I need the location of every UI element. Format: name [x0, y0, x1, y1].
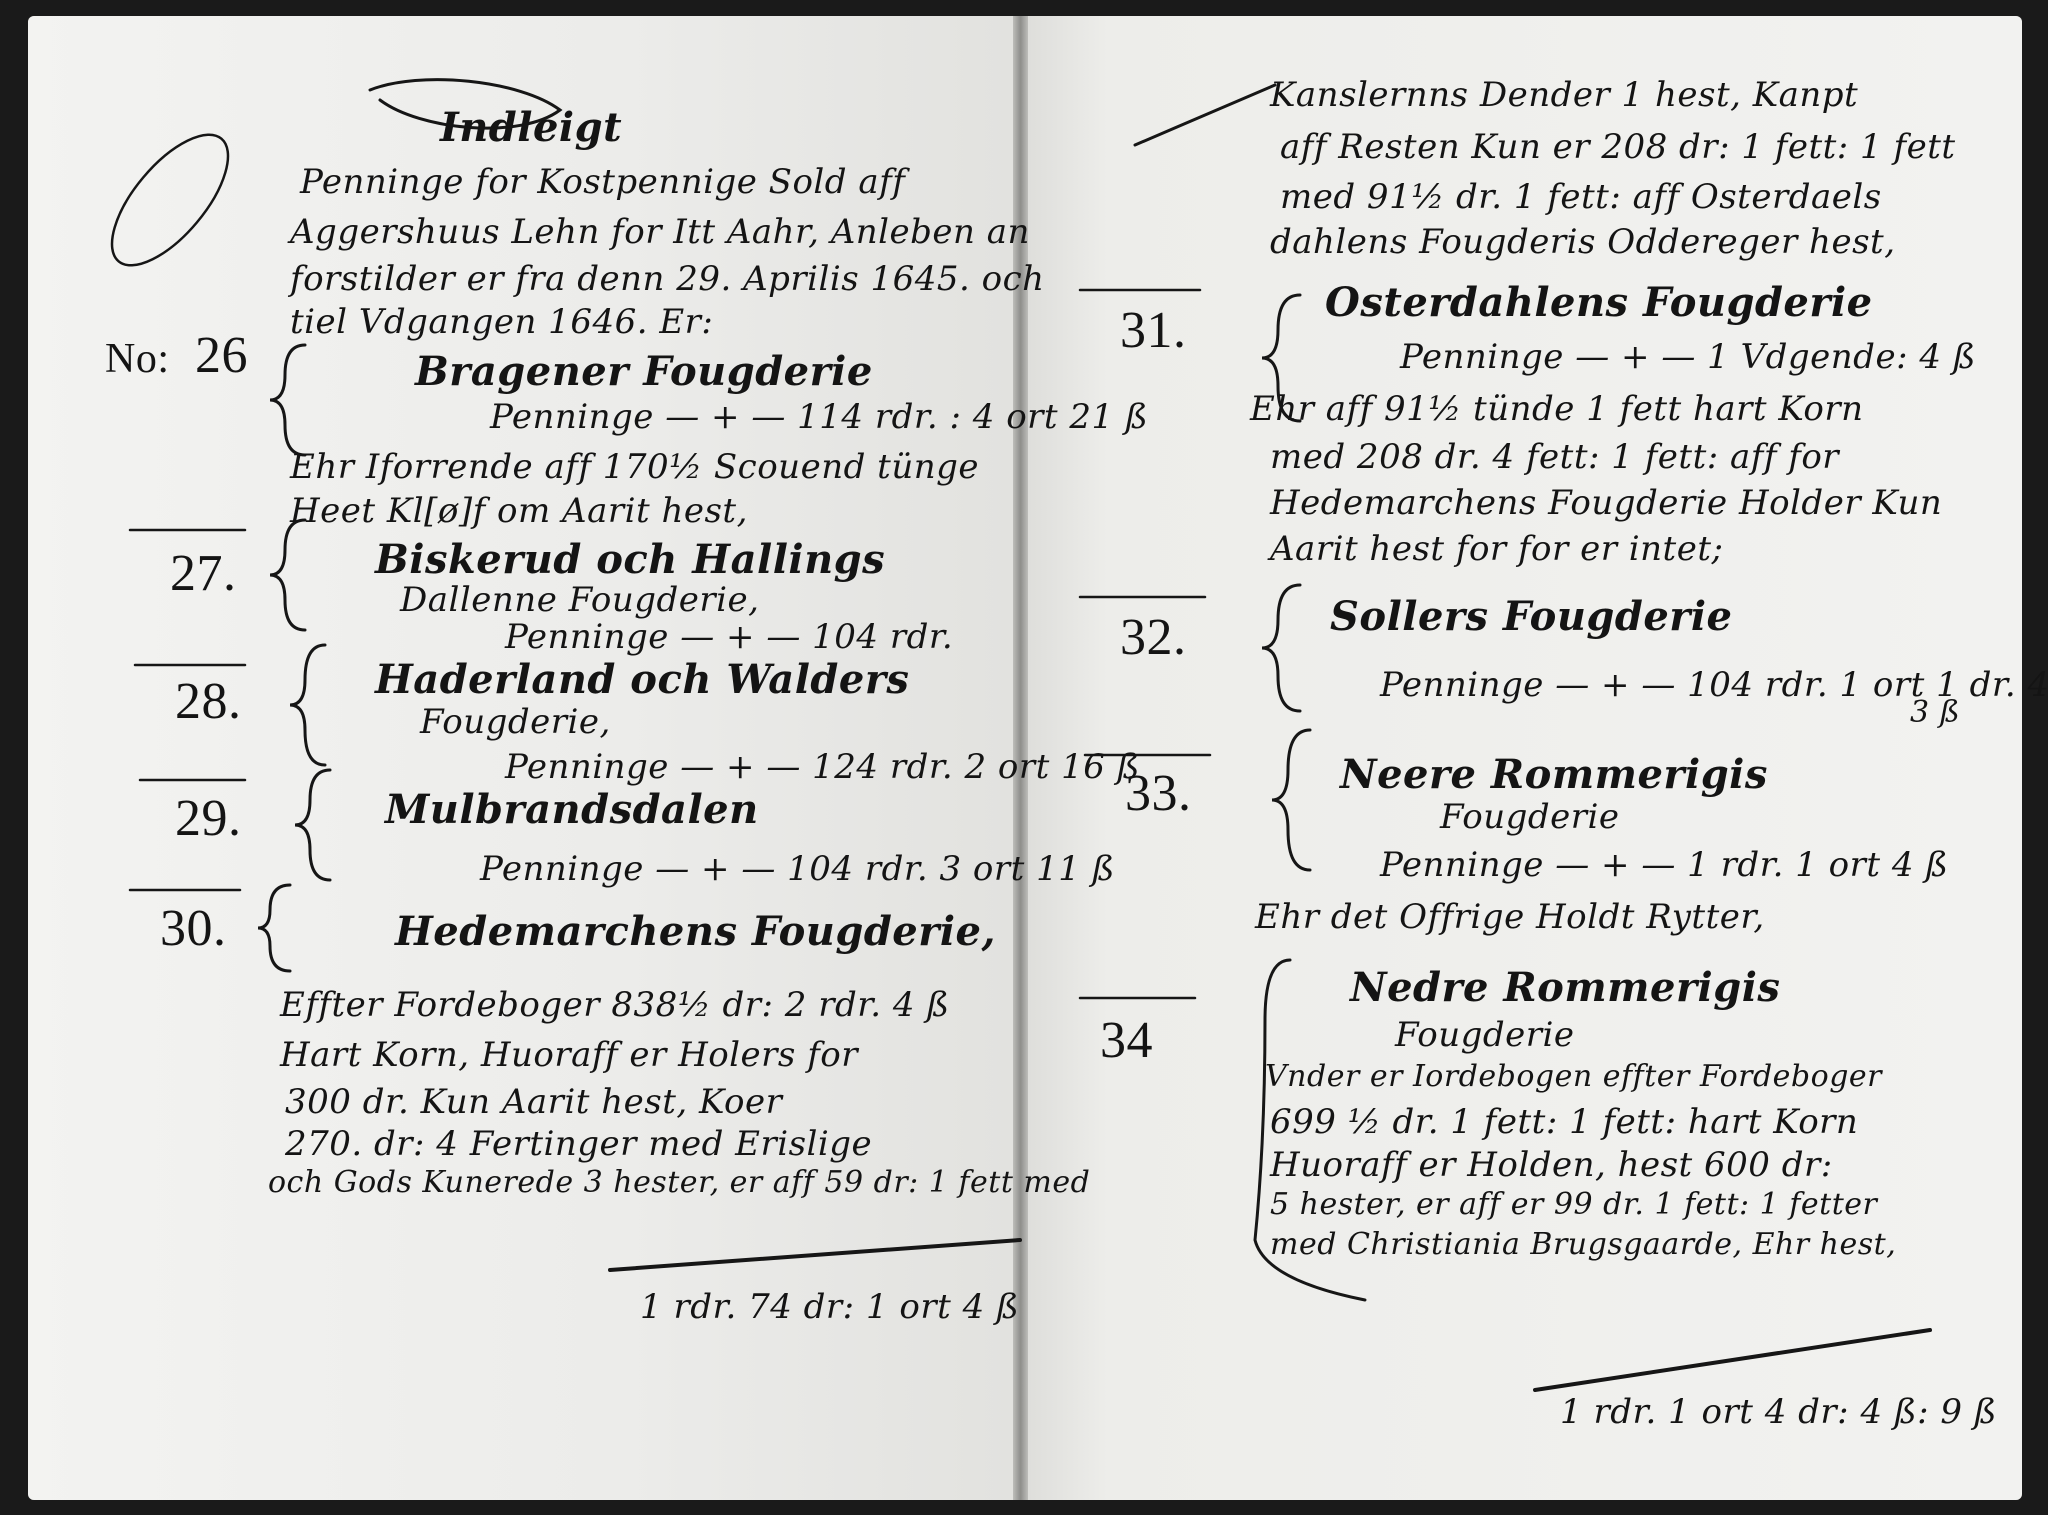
entry-30-line-1: Effter Fordeboger 838½ dr: 2 rdr. 4 ß	[280, 985, 950, 1025]
entry-34-line-1: Fougderie	[1395, 1015, 1575, 1055]
entry-30-line-3: 300 dr. Kun Aarit hest, Koer	[285, 1082, 783, 1122]
entry-30-line-5: och Gods Kunerede 3 hester, er aff 59 dr…	[268, 1165, 1091, 1200]
entry-29-title: Mulbrandsdalen	[385, 786, 759, 833]
entry-30-title: Hedemarchens Fougderie,	[395, 908, 996, 955]
intro-line-3: forstilder er fra denn 29. Aprilis 1645.…	[290, 259, 1045, 299]
entry-34-line-3: 699 ½ dr. 1 fett: 1 fett: hart Korn	[1270, 1102, 1859, 1142]
entry-27-line-1: Dallenne Fougderie,	[400, 580, 760, 620]
entry-34-number: 34	[1100, 1012, 1153, 1069]
entry-34-line-6: med Christiania Brugsgaarde, Ehr hest,	[1270, 1227, 1897, 1262]
entry-33-line-1: Fougderie	[1440, 797, 1620, 837]
left-heading: Indleigt	[440, 104, 623, 151]
entry-34-title: Nedre Rommerigis	[1350, 964, 1781, 1011]
right-page-total: 1 rdr. 1 ort 4 dr: 4 ß: 9 ß	[1560, 1392, 1998, 1432]
entry-32-line-2: 3 ß	[1910, 695, 1961, 730]
entry-33-line-3: Ehr det Offrige Holdt Rytter,	[1255, 897, 1765, 937]
entry-30-line-2: Hart Korn, Huoraff er Holers for	[280, 1035, 858, 1075]
entry-27-number: 27.	[170, 545, 237, 602]
entry-26-line-1: Penninge — + — 114 rdr. : 4 ort 21 ß	[490, 397, 1149, 437]
entry-32-title: Sollers Fougderie	[1330, 593, 1733, 640]
entry-31-line-4: Hedemarchens Fougderie Holder Kun	[1270, 483, 1943, 523]
book-gutter	[1013, 16, 1028, 1500]
manuscript-spread	[28, 16, 2022, 1500]
entry-31-line-5: Aarit hest for for er intet;	[1270, 529, 1724, 569]
entry-33-title: Neere Rommerigis	[1340, 751, 1768, 798]
entry-34-line-4: Huoraff er Holden, hest 600 dr:	[1270, 1145, 1833, 1185]
entry-31-title: Osterdahlens Fougderie	[1325, 279, 1873, 326]
entry-29-line-1: Penninge — + — 104 rdr. 3 ort 11 ß	[480, 849, 1115, 889]
entry-31-line-1: Penninge — + — 1 Vdgende: 4 ß	[1400, 337, 1976, 377]
entry-26-number: 26	[195, 327, 248, 384]
entry-26-line-2: Ehr Iforrende aff 170½ Scouend tünge	[290, 447, 980, 487]
entry-31-line-3: med 208 dr. 4 fett: 1 fett: aff for	[1270, 437, 1840, 477]
entry-33-line-2: Penninge — + — 1 rdr. 1 ort 4 ß	[1380, 845, 1949, 885]
entry-26-line-3: Heet Kl[ø]f om Aarit hest,	[290, 491, 748, 531]
right-page	[1028, 16, 2022, 1500]
entry-26-title: Bragener Fougderie	[415, 348, 873, 395]
entry-32-number: 32.	[1120, 609, 1187, 666]
entry-28-line-1: Fougderie,	[420, 702, 611, 742]
right-top-line-1: Kanslernns Dender 1 hest, Kanpt	[1270, 75, 1859, 115]
entry-28-number: 28.	[175, 673, 242, 730]
entry-30-line-4: 270. dr: 4 Fertinger med Erislige	[285, 1124, 873, 1164]
intro-line-4: tiel Vdgangen 1646. Er:	[290, 302, 714, 342]
entry-34-line-2: Vnder er Iordebogen effter Fordeboger	[1265, 1059, 1882, 1094]
entry-28-title: Haderland och Walders	[375, 656, 910, 703]
entry-28-line-2: Penninge — + — 124 rdr. 2 ort 16 ß	[505, 747, 1140, 787]
intro-line-1: Penninge for Kostpennige Sold aff	[300, 162, 906, 202]
entry-30-number: 30.	[160, 900, 227, 957]
entry-26-prefix: No:	[105, 336, 170, 382]
right-top-line-2: aff Resten Kun er 208 dr: 1 fett: 1 fett	[1280, 127, 1956, 167]
left-page-total: 1 rdr. 74 dr: 1 ort 4 ß	[640, 1287, 1020, 1327]
entry-33-number: 33.	[1125, 765, 1192, 822]
right-top-line-3: med 91½ dr. 1 fett: aff Osterdaels	[1280, 177, 1882, 217]
entry-27-title: Biskerud och Hallings	[375, 536, 886, 583]
entry-29-number: 29.	[175, 790, 242, 847]
entry-32-line-1: Penninge — + — 104 rdr. 1 ort 1 dr. 4 ß	[1380, 665, 2048, 705]
intro-line-2: Aggershuus Lehn for Itt Aahr, Anleben an	[290, 212, 1030, 252]
right-top-line-4: dahlens Fougderis Oddereger hest,	[1270, 222, 1896, 262]
entry-34-line-5: 5 hester, er aff er 99 dr. 1 fett: 1 fet…	[1270, 1187, 1878, 1222]
entry-27-line-2: Penninge — + — 104 rdr.	[505, 617, 954, 657]
entry-31-line-2: Ehr aff 91½ tünde 1 fett hart Korn	[1250, 389, 1864, 429]
entry-31-number: 31.	[1120, 302, 1187, 359]
